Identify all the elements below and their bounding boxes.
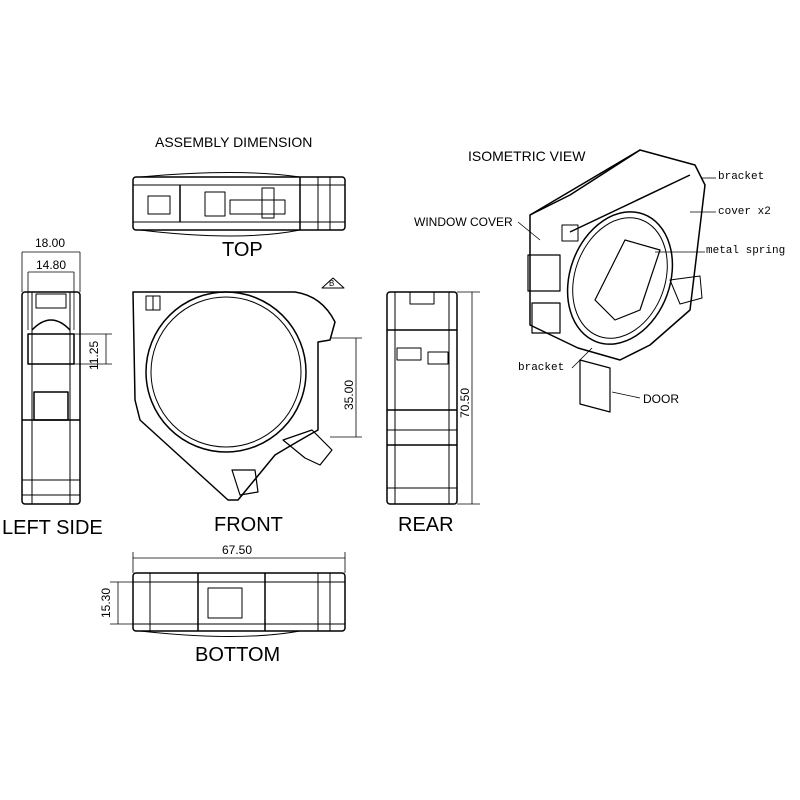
label-rear: REAR [398,514,454,536]
callout-door: DOOR [643,392,679,406]
left-side-view [21,251,112,505]
label-front: FRONT [214,514,283,536]
rear-view [386,291,480,505]
section-marker-b: B [329,279,335,288]
callout-bracket-bottom: bracket [518,362,565,374]
label-left-side: LEFT SIDE [2,517,103,539]
callout-bracket-top: bracket [718,171,765,183]
dim-window-height: 11.25 [87,340,101,370]
callout-metal-spring: metal spring [706,245,786,257]
dim-diameter: 35.00 [342,379,356,410]
label-bottom: BOTTOM [195,644,281,666]
callout-cover: cover x2 [718,206,771,218]
dim-length-overall: 67.50 [222,543,253,557]
top-view [132,172,346,237]
dim-height-overall: 70.50 [458,387,472,418]
drawing-title: ASSEMBLY DIMENSION [155,134,313,150]
dim-width-overall: 18.00 [35,236,66,250]
front-view [132,277,362,501]
bottom-view [110,552,346,637]
dim-bottom-width: 15.30 [99,587,113,618]
isometric-view [517,149,716,413]
dim-width-inner: 14.80 [36,258,67,272]
label-top: TOP [222,239,263,261]
callout-window-cover: WINDOW COVER [414,215,513,229]
label-isometric: ISOMETRIC VIEW [468,148,586,164]
